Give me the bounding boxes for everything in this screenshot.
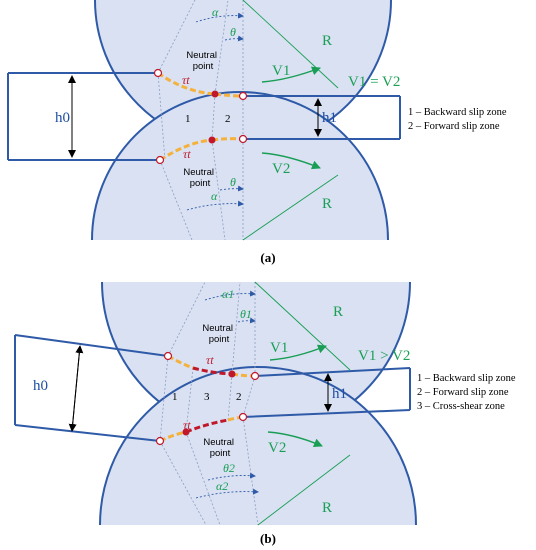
velocity-relation-b: V1 > V2 — [358, 348, 410, 364]
neutral-point-bottom-a — [208, 136, 216, 144]
alpha1-label-b: α1 — [222, 287, 234, 301]
strip-exit-b — [242, 367, 411, 418]
theta-label-a: θ — [230, 25, 236, 39]
R-label-a-top: R — [322, 33, 332, 49]
bottom-roll-b — [100, 367, 416, 525]
V1-label-a: V1 — [272, 63, 290, 79]
h0-label-a: h0 — [55, 110, 70, 126]
neutral-point-top-b — [228, 370, 236, 378]
tau-bottom-a: τt — [183, 147, 191, 161]
alpha2-label-b: α2 — [216, 479, 228, 493]
theta-label-a-bottom: θ — [230, 175, 236, 189]
tau-top-b: τt — [206, 353, 214, 367]
R-label-b-top: R — [333, 304, 343, 320]
neutral-point-top-a — [211, 90, 219, 98]
neutral-point-top-label-b: Neutral point — [202, 323, 235, 345]
strip-exit-a — [243, 95, 401, 140]
zone-2-label-b: 2 — [236, 391, 242, 403]
caption-a: (a) — [260, 250, 275, 265]
strip-entry-a — [7, 72, 158, 161]
tau-top-a: τt — [182, 73, 190, 87]
zone-2-label-a: 2 — [225, 113, 231, 125]
neutral-point-top-label-a: Neutral point — [186, 50, 219, 72]
h1-label-a: h1 — [322, 110, 337, 126]
h1-label-b: h1 — [332, 386, 347, 402]
bottom-roll-a — [92, 92, 388, 240]
h0-label-b: h0 — [33, 378, 48, 394]
zone-3-label-b: 3 — [204, 391, 210, 403]
alpha-label-a-bottom: α — [211, 189, 218, 203]
alpha-label-a: α — [212, 5, 219, 19]
panel-b: h0 h1 α1 θ1 θ2 α2 R R V1 V2 V1 > V2 τt τ… — [14, 281, 518, 546]
legend-b: 1 – Backward slip zone 2 – Forward slip … — [417, 373, 518, 412]
velocity-relation-a: V1 = V2 — [348, 74, 400, 90]
neutral-point-bottom-b — [182, 428, 190, 436]
neutral-point-bottom-label-b: Neutral point — [203, 437, 236, 459]
legend-a: 1 – Backward slip zone 2 – Forward slip … — [408, 107, 509, 132]
zone-1-label-a: 1 — [185, 113, 191, 125]
R-label-b-bottom: R — [322, 500, 332, 516]
theta2-label-b: θ2 — [223, 461, 235, 475]
strip-entry-b — [14, 334, 169, 442]
caption-b: (b) — [260, 531, 276, 546]
V2-label-b: V2 — [268, 440, 286, 456]
neutral-point-bottom-label-a: Neutral point — [183, 167, 216, 189]
R-label-a-bottom: R — [322, 196, 332, 212]
V2-label-a: V2 — [272, 161, 290, 177]
panel-a: h0 h1 α θ α θ R R V1 V2 V1 = V2 τt τt Ne… — [7, 0, 509, 265]
zone-1-label-b: 1 — [172, 391, 178, 403]
theta1-label-b: θ1 — [240, 307, 252, 321]
tau-bottom-b: τt — [183, 418, 191, 432]
V1-label-b: V1 — [270, 340, 288, 356]
